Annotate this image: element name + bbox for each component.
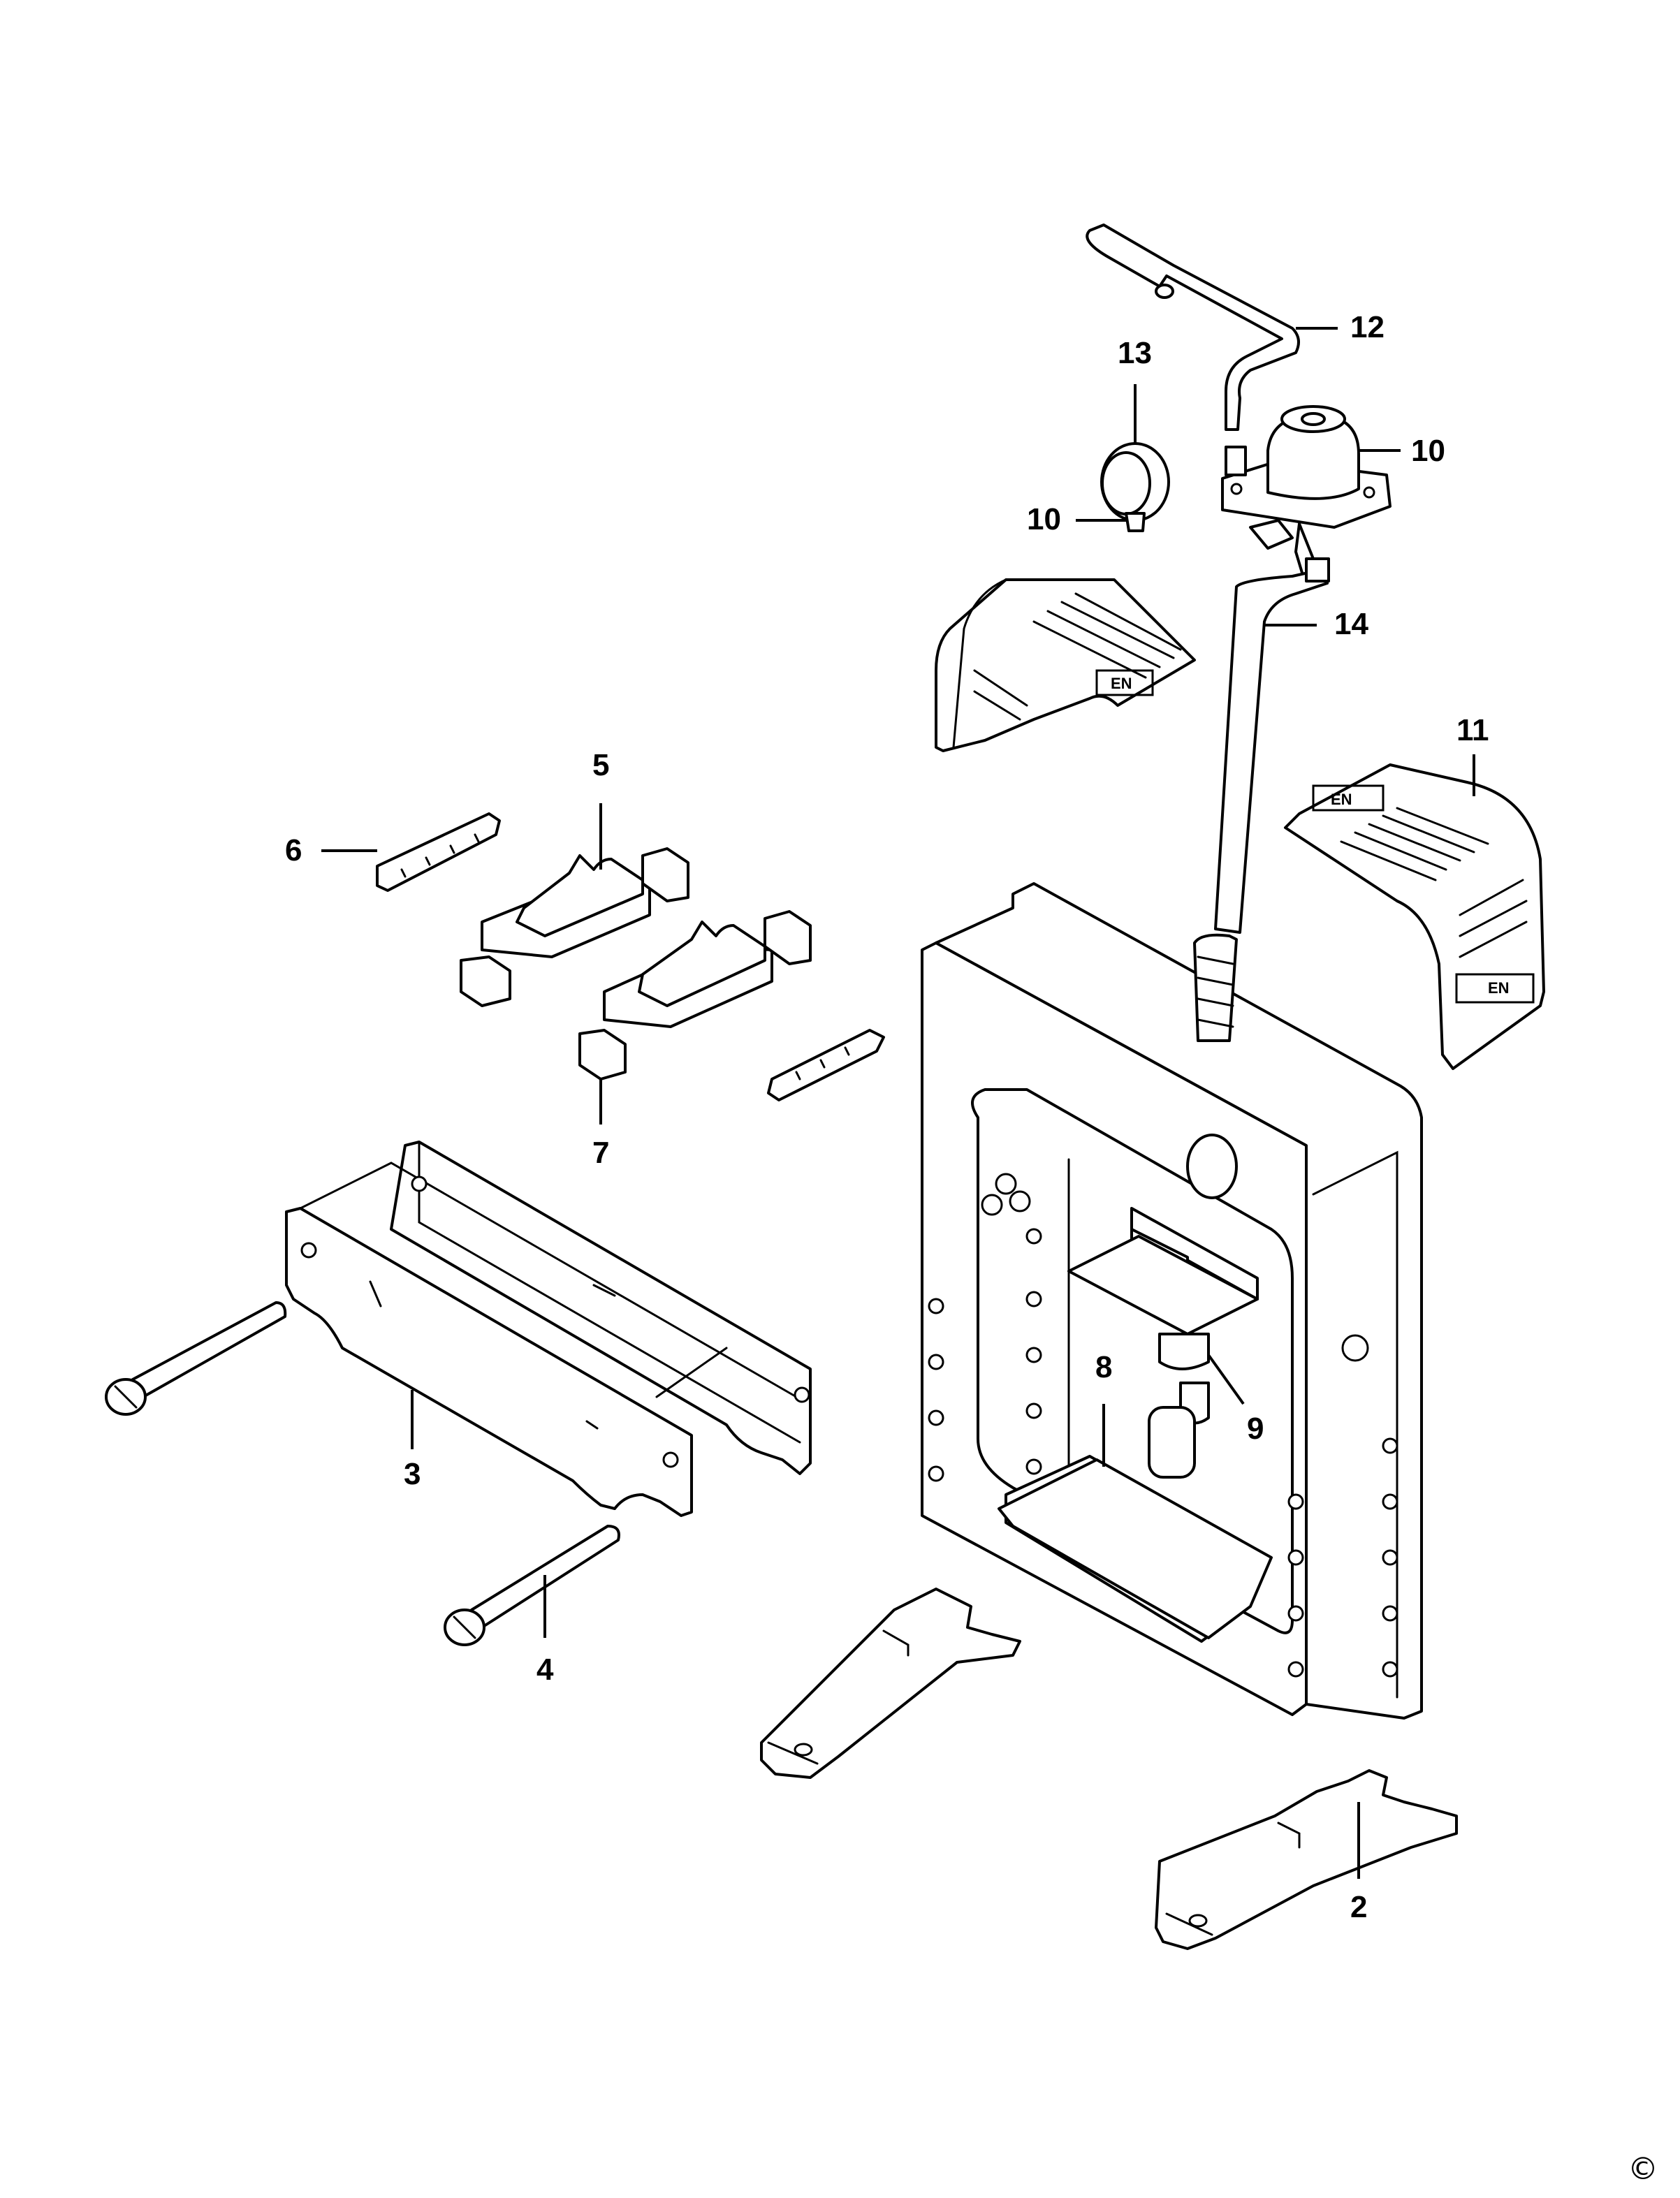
decal-en-right-bottom: EN (1488, 979, 1510, 997)
callout-11: 11 (1456, 713, 1489, 747)
callout-14: 14 (1334, 607, 1368, 641)
frame-top-holes (981, 1173, 1369, 1362)
callout-13: 13 (1118, 336, 1152, 370)
callout-3: 3 (404, 1457, 421, 1491)
decal-en-left: EN (1111, 675, 1132, 692)
callout-4: 4 (536, 1653, 554, 1687)
frame-holes-left (928, 1228, 1042, 1482)
callout-10-gauge: 10 (1027, 502, 1061, 536)
pump-assembly-part-10 (1221, 405, 1392, 588)
leader-lines (321, 327, 1475, 1879)
bed-frame-part-3 (285, 1141, 812, 1517)
callout-12: 12 (1350, 310, 1385, 344)
pin-part-6 (376, 812, 501, 892)
v-block-part-5 (481, 854, 773, 1028)
handle-bar-part-12 (1086, 224, 1300, 431)
right-side-cover-part-11: EN EN (1284, 763, 1545, 1070)
copyright-symbol: © (1628, 2151, 1658, 2187)
right-foot-part-2 (1155, 1769, 1458, 1950)
callout-labels: 12 13 10 10 14 11 5 6 7 8 9 3 4 2 (285, 310, 1489, 1924)
pin-small (767, 1029, 885, 1101)
callout-10-pump: 10 (1411, 434, 1445, 468)
decal-en-right-top: EN (1331, 791, 1352, 808)
left-side-cover: EN (935, 578, 1196, 752)
pump-pipe-part-14 (1214, 557, 1330, 934)
callout-5: 5 (592, 748, 609, 782)
callout-6: 6 (285, 833, 302, 867)
callout-7: 7 (592, 1136, 609, 1170)
frame-holes-right (1287, 1437, 1398, 1678)
pressure-gauge-part-13 (1100, 442, 1170, 532)
callout-2: 2 (1350, 1890, 1367, 1924)
left-foot (760, 1588, 1021, 1779)
end-clip-part-7 (460, 847, 812, 1080)
callout-8: 8 (1095, 1350, 1112, 1384)
callout-9: 9 (1247, 1412, 1264, 1446)
tray-plate-part-8 (998, 1458, 1273, 1639)
